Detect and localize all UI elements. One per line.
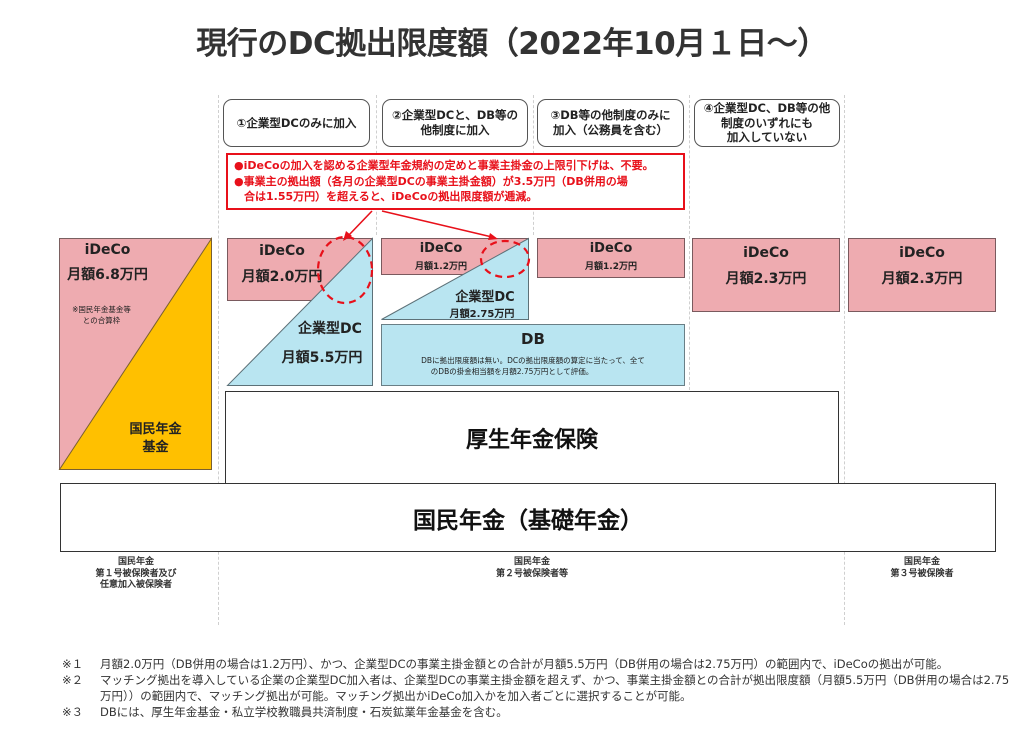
column-divider (218, 95, 219, 625)
footnote-1: ※１ 月額2.0万円（DB併用の場合は1.2万円）、かつ、企業型DCの事業主掛金… (62, 657, 1012, 673)
notice-line-2: ●事業主の拠出額（各月の企業型DCの事業主掛金額）が3.5万円（DB併用の場 (234, 174, 628, 188)
c1-ideco-title: iDeCo (259, 243, 305, 259)
footnote-2-mark: ※２ (62, 672, 84, 687)
footnote-2-text: マッチング拠出を導入している企業の企業型DC加入者は、企業型DCの事業主掛金額を… (100, 672, 1010, 703)
c3-ideco-title: iDeCo (589, 241, 633, 256)
category-4-label-line2: 制度のいずれにも (721, 115, 813, 130)
footnote-3: ※３ DBには、厚生年金基金・私立学校教職員共済制度・石炭鉱業年金基金を含む。 (62, 705, 1012, 721)
insured-third-label: 国民年金 第３号被保険者 (848, 557, 996, 580)
category-2-corporate-dc-and-db: ②企業型DCと、DB等の 他制度に加入 (382, 99, 528, 147)
insured-first-line3: 任意加入被保険者 (99, 580, 172, 591)
third-ideco-amount: 月額2.3万円 (881, 271, 963, 287)
kosei-nenkin-layer: 厚生年金保険 (225, 391, 839, 485)
first-insured-block: iDeCo 月額6.8万円 ※国民年金基金等 との合算枠 国民年金 基金 (58, 236, 212, 470)
c2-ideco-title: iDeCo (419, 241, 463, 256)
column-divider (689, 95, 690, 390)
insured-second-label: 国民年金 第２号被保険者等 (225, 557, 839, 580)
c3-ideco-box (537, 238, 685, 278)
kokumin-nenkin-layer: 国民年金（基礎年金） (60, 483, 996, 552)
first-ideco-title: iDeCo (84, 242, 131, 258)
c1-dc-title: 企業型DC (298, 321, 362, 337)
db-description-1: DBに拠出限度額は無い。DCの拠出限度額の算定に当たって、全て (421, 356, 645, 365)
footnote-1-text: 月額2.0万円（DB併用の場合は1.2万円）、かつ、企業型DCの事業主掛金額との… (100, 657, 949, 671)
category-1-only-corporate-dc: ①企業型DCのみに加入 (223, 99, 370, 147)
insured-first-line1: 国民年金 (117, 557, 154, 567)
c3-ideco-amount: 月額1.2万円 (585, 262, 637, 272)
category-4-none: ④企業型DC、DB等の他 制度のいずれにも 加入していない (694, 99, 840, 147)
category-3-label-line2: 加入（公務員を含む） (553, 123, 668, 137)
insured-first-line2: 第１号被保険者及び (95, 568, 177, 579)
c2-ideco-amount: 月額1.2万円 (415, 262, 467, 272)
category-4-label-line1: ④企業型DC、DB等の他 (703, 101, 831, 116)
footnote-2: ※２ マッチング拠出を導入している企業の企業型DC加入者は、企業型DCの事業主掛… (62, 673, 1012, 705)
category-4-label-line3: 加入していない (726, 130, 808, 145)
category-3-label-line1: ③DB等の他制度のみに (550, 108, 671, 123)
c2-dc-amount: 月額2.75万円 (449, 309, 515, 320)
insured-third-line1: 国民年金 (903, 557, 940, 567)
fund-title-line2: 基金 (142, 440, 169, 455)
kosei-nenkin-label: 厚生年金保険 (465, 428, 598, 453)
db-title: DB (521, 330, 545, 348)
page-title: 現行のDC拠出限度額（2022年10月１日～） (196, 26, 828, 62)
db-description-2: のDBの掛金相当額を月額2.75万円として評価。 (430, 367, 594, 376)
third-ideco-title: iDeCo (899, 245, 945, 261)
c4-ideco-box (692, 238, 840, 312)
notice-box: ●iDeCoの加入を認める企業型年金規約の定めと事業主掛金の上限引下げは、不要。… (226, 153, 685, 210)
c1-dc-amount: 月額5.5万円 (281, 350, 363, 366)
insured-third-line2: 第３号被保険者 (890, 568, 954, 579)
c4-ideco-title: iDeCo (743, 245, 789, 261)
category-1-label: ①企業型DCのみに加入 (236, 115, 357, 130)
insured-second-line1: 国民年金 (513, 557, 550, 567)
notice-line-1: ●iDeCoの加入を認める企業型年金規約の定めと事業主掛金の上限引下げは、不要。 (234, 159, 654, 172)
fund-title-line1: 国民年金 (129, 422, 182, 437)
arrow-to-c1 (347, 210, 373, 237)
category-3-db-only: ③DB等の他制度のみに 加入（公務員を含む） (537, 99, 684, 147)
c4-ideco-amount: 月額2.3万円 (725, 271, 807, 287)
footnote-3-text: DBには、厚生年金基金・私立学校教職員共済制度・石炭鉱業年金基金を含む。 (100, 704, 508, 719)
footnotes: ※１ 月額2.0万円（DB併用の場合は1.2万円）、かつ、企業型DCの事業主掛金… (62, 657, 1012, 720)
diagonal-split-shape (58, 236, 212, 470)
c1-ideco-amount: 月額2.0万円 (241, 269, 323, 285)
insured-first-label: 国民年金 第１号被保険者及び 任意加入被保険者 (60, 557, 212, 592)
first-ideco-amount: 月額6.8万円 (67, 267, 148, 283)
kokumin-nenkin-label: 国民年金（基礎年金） (413, 507, 643, 534)
db-box (381, 324, 685, 386)
c2-dc-title: 企業型DC (455, 290, 515, 305)
arrow-to-c2 (381, 210, 493, 238)
column-divider (844, 95, 845, 625)
third-ideco-box (848, 238, 996, 312)
notice-line-3: 合は1.55万円）を超えると、iDeCoの拠出限度額が逓減。 (244, 190, 538, 204)
first-ideco-note-2: との合算枠 (82, 316, 121, 325)
category-2-label-line1: ②企業型DCと、DB等の (391, 108, 519, 123)
footnote-1-mark: ※１ (62, 657, 84, 671)
category-2-label-line2: 他制度に加入 (420, 123, 490, 137)
first-ideco-note-1: ※国民年金基金等 (72, 305, 131, 314)
footnote-3-mark: ※３ (62, 704, 84, 719)
insured-second-line2: 第２号被保険者等 (495, 568, 568, 579)
